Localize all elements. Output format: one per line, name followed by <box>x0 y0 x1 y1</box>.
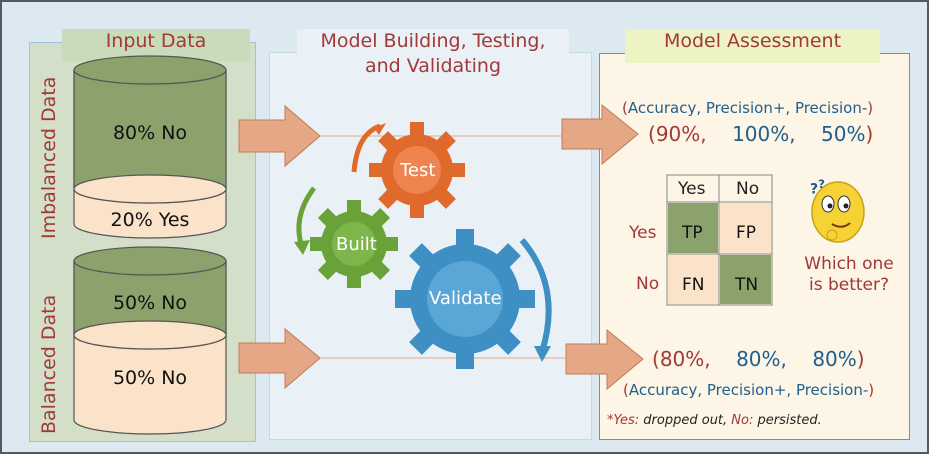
label-precision-pos: Precision+, <box>705 99 791 117</box>
imbalanced-no-share: 80% No <box>112 122 188 144</box>
validate-gear-icon <box>395 229 535 369</box>
label-precision-neg: Precision- <box>795 381 869 399</box>
which-better-question: Which one is better? <box>789 254 909 297</box>
thinking-face-icon <box>811 181 865 243</box>
label-accuracy: Accuracy, <box>628 381 703 399</box>
value-precision-neg: 50% <box>821 122 866 146</box>
arrow-model-to-assessment-bottom <box>565 328 644 391</box>
value-accuracy: 80%, <box>659 347 711 371</box>
balanced-no-share-bottom: 50% No <box>112 367 188 389</box>
balanced-no-share-top: 50% No <box>112 292 188 314</box>
metric-labels-top: (Accuracy, Precision+, Precision-) <box>622 99 873 117</box>
imbalanced-cylinder <box>73 55 227 239</box>
validate-gear-label: Validate <box>429 288 502 309</box>
cm-row-yes: Yes <box>629 223 657 243</box>
cm-row-no: No <box>636 274 660 294</box>
paren-close: ) <box>865 122 874 146</box>
fn-cell-fill <box>668 255 718 304</box>
metric-values-top: (90%, 100%, 50%) <box>648 122 873 146</box>
fp-cell-fill <box>720 203 771 253</box>
cm-fp: FP <box>736 223 757 243</box>
model-assessment-header: Model Assessment <box>625 29 880 63</box>
built-gear-icon <box>310 200 398 288</box>
arrow-input-to-model-top <box>238 104 321 168</box>
question-line1: Which one <box>804 254 894 274</box>
value-precision-pos: 100%, <box>732 122 796 146</box>
cm-tp: TP <box>682 223 703 243</box>
arrow-input-to-model-bottom <box>238 327 321 390</box>
value-precision-neg: 80% <box>812 347 857 371</box>
model-building-title-line1: Model Building, Testing, <box>320 30 546 52</box>
paren-open: ( <box>622 99 628 117</box>
label-precision-pos: Precision+, <box>706 381 792 399</box>
cm-col-no: No <box>736 179 760 199</box>
confusion-matrix-grid <box>666 174 773 306</box>
question-line2: is better? <box>808 275 890 296</box>
curved-arrow-green-head <box>294 240 310 255</box>
metric-values-bottom: (80%, 80%, 80%) <box>652 347 865 371</box>
model-building-header: Model Building, Testing, and Validating <box>297 29 569 85</box>
tp-cell-fill <box>668 203 718 253</box>
model-building-title-line2: and Validating <box>364 54 502 77</box>
test-gear-icon <box>369 122 465 218</box>
footnote-yes-def: dropped out, <box>639 413 732 428</box>
curved-arrow-blue-head <box>534 346 551 362</box>
curved-arrow-blue <box>519 238 552 353</box>
paren-close: ) <box>867 99 874 117</box>
cm-tn: TN <box>735 275 759 295</box>
built-gear-label: Built <box>336 234 377 255</box>
tn-cell-fill <box>720 255 771 304</box>
cm-col-yes: Yes <box>678 179 706 199</box>
paren-open: ( <box>623 381 629 399</box>
model-assessment-title: Model Assessment <box>663 30 842 52</box>
paren-open: ( <box>648 122 656 146</box>
label-accuracy: Accuracy, <box>627 99 702 117</box>
label-precision-neg: Precision- <box>794 99 868 117</box>
footnote-no-def: persisted. <box>753 413 822 428</box>
curved-arrow-orange-head <box>374 123 386 135</box>
value-accuracy: 90%, <box>655 122 707 146</box>
balanced-cylinder <box>73 246 227 435</box>
footnote-no: No: <box>731 413 754 428</box>
input-data-title: Input Data <box>105 30 207 52</box>
paren-open: ( <box>652 347 660 371</box>
cm-fn: FN <box>682 275 705 295</box>
imbalanced-yes-share: 20% Yes <box>110 209 190 231</box>
paren-close: ) <box>868 381 875 399</box>
test-gear-label: Test <box>400 160 436 181</box>
arrow-model-to-assessment-top <box>561 103 639 166</box>
footnote: *Yes: dropped out, No: persisted. <box>607 413 822 428</box>
paren-close: ) <box>856 347 865 371</box>
footnote-yes: *Yes: <box>607 413 640 428</box>
metric-labels-bottom: (Accuracy, Precision+, Precision-) <box>623 381 874 399</box>
value-precision-pos: 80%, <box>736 347 787 371</box>
question-marks: ?? <box>810 177 825 198</box>
